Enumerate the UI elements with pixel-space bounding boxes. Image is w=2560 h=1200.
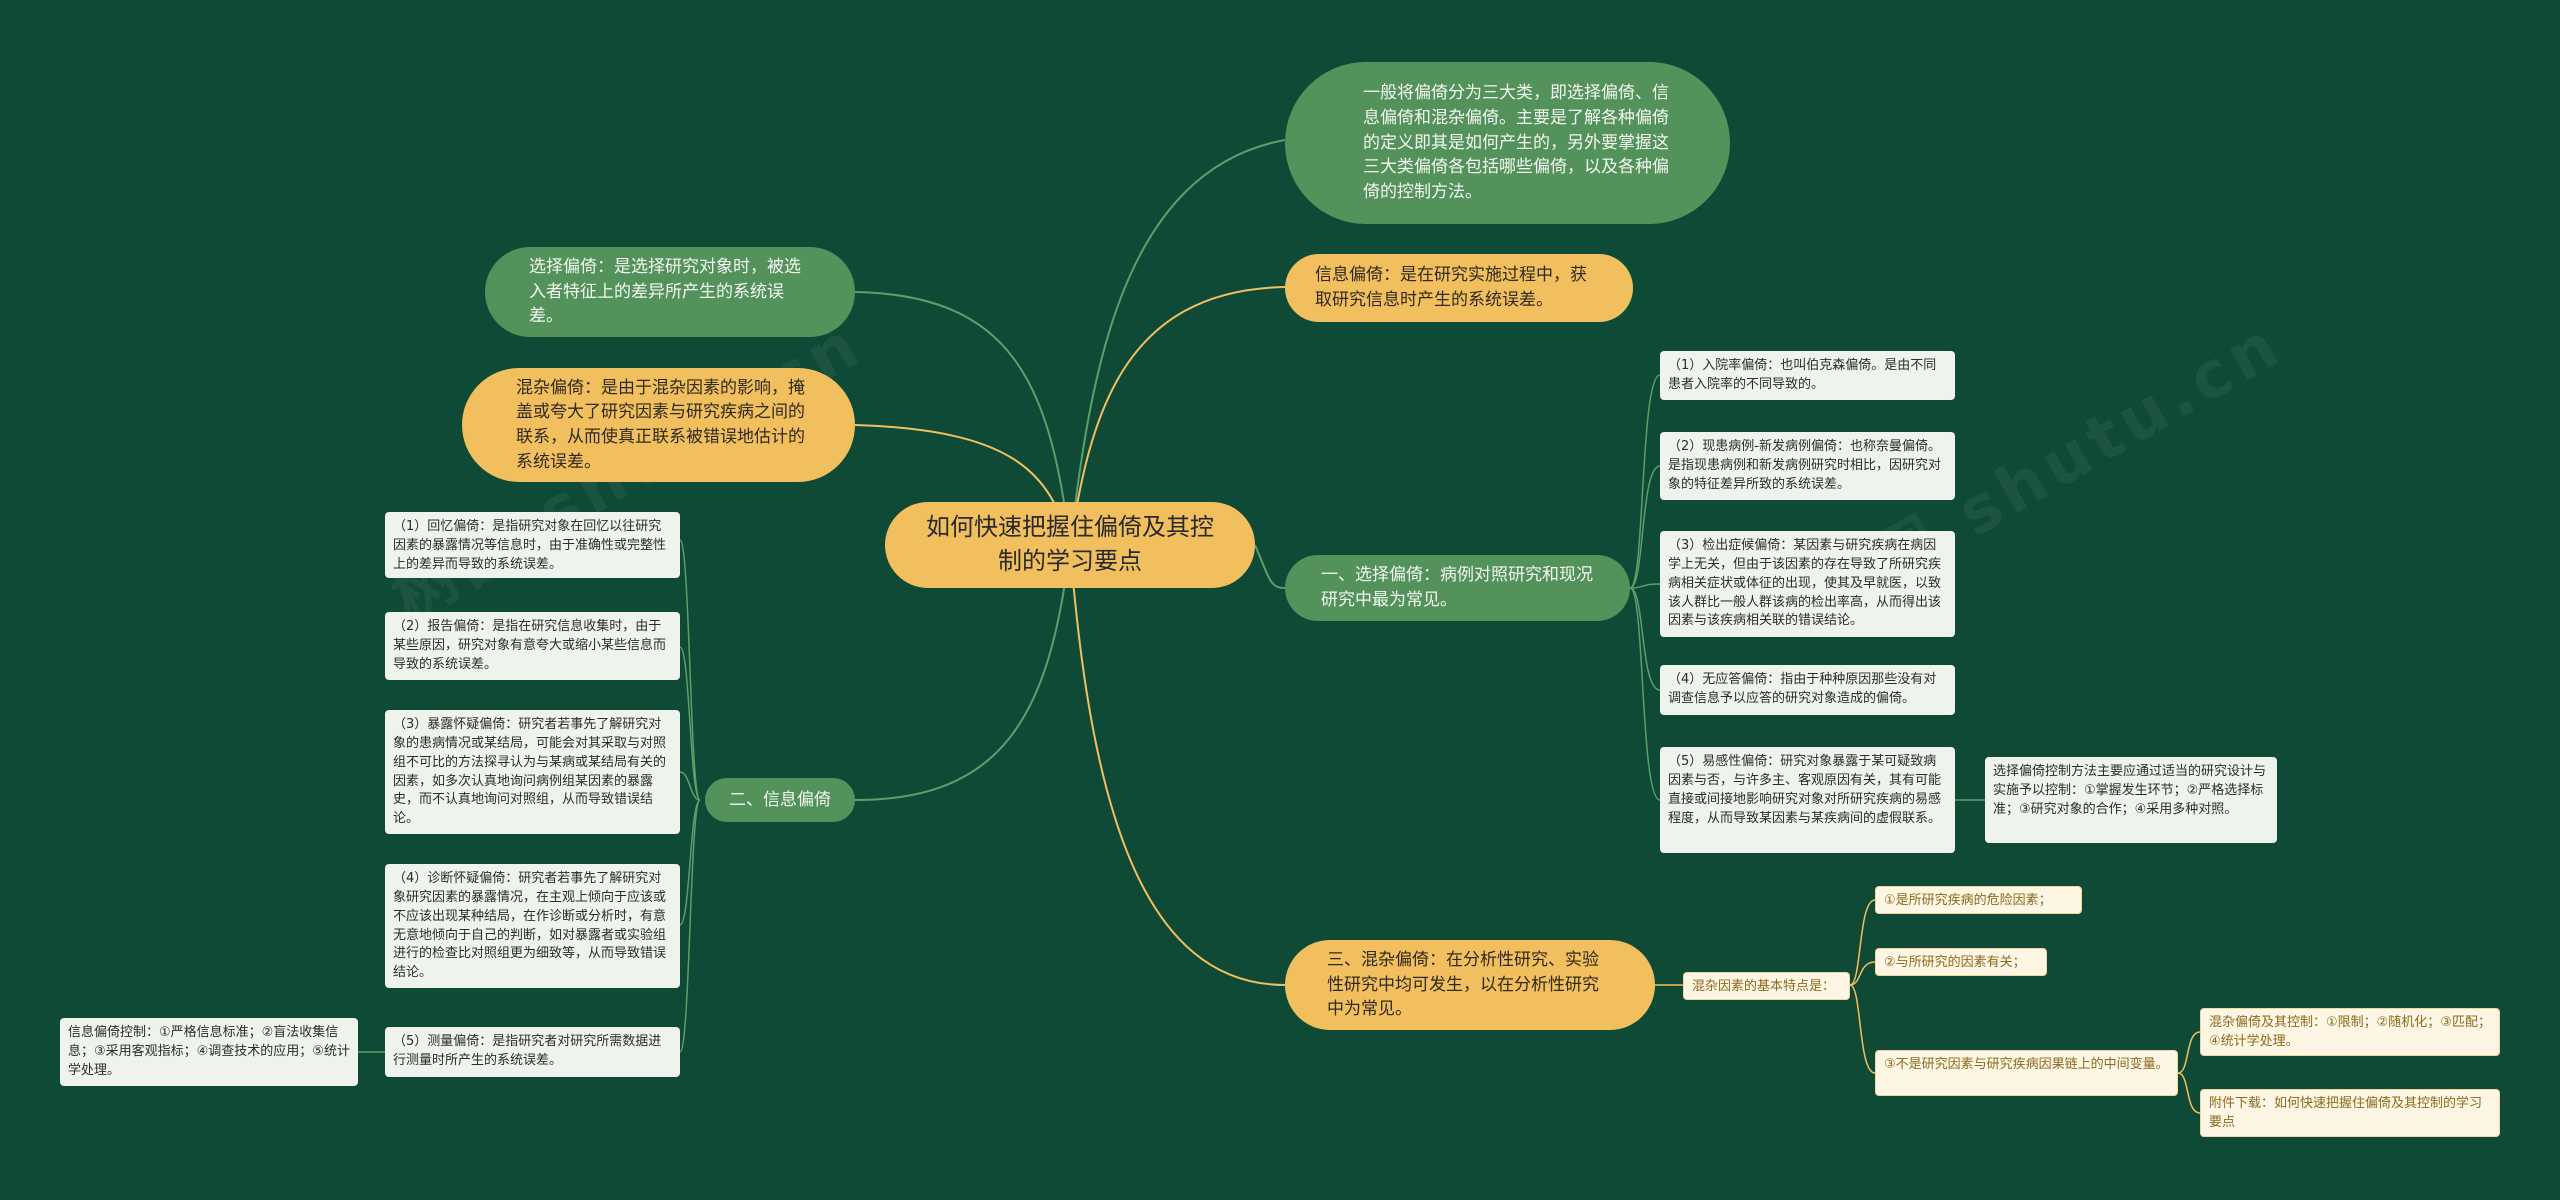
information-item-reporting[interactable]: （2）报告偏倚：是指在研究信息收集时，由于某些原因，研究对象有意夸大或缩小某些信… (385, 612, 680, 680)
information-bias-control-text: 信息偏倚控制：①严格信息标准；②盲法收集信息；③采用客观指标；④调查技术的应用；… (68, 1025, 350, 1078)
confounder-feature-label[interactable]: 混杂因素的基本特点是： (1683, 972, 1850, 1000)
information-item-text: （4）诊断怀疑偏倚：研究者若事先了解研究对象研究因素的暴露情况，在主观上倾向于应… (393, 871, 667, 981)
information-item-measurement[interactable]: （5）测量偏倚：是指研究者对研究所需数据进行测量时所产生的系统误差。 (385, 1027, 680, 1077)
root-topic[interactable]: 如何快速把握住偏倚及其控制的学习要点 (885, 502, 1255, 588)
attachment-download-link[interactable]: 附件下载：如何快速把握住偏倚及其控制的学习要点 (2200, 1089, 2500, 1137)
selection-bias-control-text: 选择偏倚控制方法主要应通过适当的研究设计与实施予以控制：①掌握发生环节；②严格选… (1993, 764, 2267, 817)
selection-bias-control[interactable]: 选择偏倚控制方法主要应通过适当的研究设计与实施予以控制：①掌握发生环节；②严格选… (1985, 757, 2277, 843)
confounding-bias-branch-label: 三、混杂偏倚：在分析性研究、实验性研究中均可发生，以在分析性研究中为常见。 (1327, 950, 1599, 1020)
selection-item-text: （2）现患病例-新发病例偏倚：也称奈曼偏倚。是指现患病例和新发病例研究时相比，因… (1668, 439, 1942, 492)
confounder-feature-text: ②与所研究的因素有关； (1884, 955, 2026, 970)
information-item-recall[interactable]: （1）回忆偏倚：是指研究对象在回忆以往研究因素的暴露情况等信息时，由于准确性或完… (385, 512, 680, 578)
selection-item-text: （5）易感性偏倚：研究对象暴露于某可疑致病因素与否，与许多主、客观原因有关，其有… (1668, 754, 1942, 826)
selection-item-susceptibility[interactable]: （5）易感性偏倚：研究对象暴露于某可疑致病因素与否，与许多主、客观原因有关，其有… (1660, 747, 1955, 853)
confounder-feature-text: ①是所研究疾病的危险因素； (1884, 893, 2052, 908)
information-item-text: （5）测量偏倚：是指研究者对研究所需数据进行测量时所产生的系统误差。 (393, 1034, 662, 1068)
root-topic-label: 如何快速把握住偏倚及其控制的学习要点 (926, 513, 1214, 575)
selection-item-admission-rate[interactable]: （1）入院率偏倚：也叫伯克森偏倚。是由不同患者入院率的不同导致的。 (1660, 351, 1955, 400)
selection-bias-branch[interactable]: 一、选择偏倚：病例对照研究和现况研究中最为常见。 (1285, 555, 1630, 621)
selection-item-detection-signal[interactable]: （3）检出症候偏倚：某因素与研究疾病在病因学上无关，但由于该因素的存在导致了所研… (1660, 531, 1955, 637)
confounding-definition-node[interactable]: 混杂偏倚：是由于混杂因素的影响，掩盖或夸大了研究因素与研究疾病之间的联系，从而使… (462, 368, 855, 482)
confounder-feature-text: ③不是研究因素与研究疾病因果链上的中间变量。 (1884, 1057, 2169, 1072)
confounder-feature-2[interactable]: ②与所研究的因素有关； (1875, 948, 2047, 976)
intro-node[interactable]: 一般将偏倚分为三大类，即选择偏倚、信息偏倚和混杂偏倚。主要是了解各种偏倚的定义即… (1285, 62, 1730, 224)
information-bias-branch[interactable]: 二、信息偏倚 (705, 778, 855, 822)
confounder-feature-text: 混杂因素的基本特点是： (1692, 979, 1836, 994)
confounding-bias-control[interactable]: 混杂偏倚及其控制：①限制；②随机化；③匹配；④统计学处理。 (2200, 1008, 2500, 1056)
information-definition-text: 信息偏倚：是在研究实施过程中，获取研究信息时产生的系统误差。 (1315, 265, 1587, 310)
confounder-feature-3[interactable]: ③不是研究因素与研究疾病因果链上的中间变量。 (1875, 1050, 2178, 1096)
selection-item-text: （1）入院率偏倚：也叫伯克森偏倚。是由不同患者入院率的不同导致的。 (1668, 358, 1937, 392)
selection-bias-branch-label: 一、选择偏倚：病例对照研究和现况研究中最为常见。 (1321, 565, 1593, 610)
selection-definition-node[interactable]: 选择偏倚：是选择研究对象时，被选入者特征上的差异所产生的系统误差。 (485, 247, 855, 337)
information-bias-control[interactable]: 信息偏倚控制：①严格信息标准；②盲法收集信息；③采用客观指标；④调查技术的应用；… (60, 1018, 358, 1086)
selection-item-non-response[interactable]: （4）无应答偏倚：指由于种种原因那些没有对调查信息予以应答的研究对象造成的偏倚。 (1660, 665, 1955, 715)
attachment-download-text: 附件下载：如何快速把握住偏倚及其控制的学习要点 (2209, 1096, 2483, 1130)
information-item-text: （3）暴露怀疑偏倚：研究者若事先了解研究对象的患病情况或某结局，可能会对其采取与… (393, 717, 667, 827)
selection-item-text: （3）检出症候偏倚：某因素与研究疾病在病因学上无关，但由于该因素的存在导致了所研… (1668, 538, 1942, 629)
selection-definition-text: 选择偏倚：是选择研究对象时，被选入者特征上的差异所产生的系统误差。 (529, 257, 801, 327)
information-bias-branch-label: 二、信息偏倚 (729, 789, 831, 810)
selection-item-prevalence-incidence[interactable]: （2）现患病例-新发病例偏倚：也称奈曼偏倚。是指现患病例和新发病例研究时相比，因… (1660, 432, 1955, 500)
selection-item-text: （4）无应答偏倚：指由于种种原因那些没有对调查信息予以应答的研究对象造成的偏倚。 (1668, 672, 1937, 706)
intro-text: 一般将偏倚分为三大类，即选择偏倚、信息偏倚和混杂偏倚。主要是了解各种偏倚的定义即… (1363, 83, 1669, 202)
confounder-feature-1[interactable]: ①是所研究疾病的危险因素； (1875, 886, 2082, 914)
confounding-bias-branch[interactable]: 三、混杂偏倚：在分析性研究、实验性研究中均可发生，以在分析性研究中为常见。 (1285, 940, 1655, 1030)
information-definition-node[interactable]: 信息偏倚：是在研究实施过程中，获取研究信息时产生的系统误差。 (1285, 254, 1633, 322)
information-item-exposure-suspicion[interactable]: （3）暴露怀疑偏倚：研究者若事先了解研究对象的患病情况或某结局，可能会对其采取与… (385, 710, 680, 834)
information-item-text: （1）回忆偏倚：是指研究对象在回忆以往研究因素的暴露情况等信息时，由于准确性或完… (393, 519, 667, 572)
information-item-text: （2）报告偏倚：是指在研究信息收集时，由于某些原因，研究对象有意夸大或缩小某些信… (393, 619, 667, 672)
information-item-diagnostic-suspicion[interactable]: （4）诊断怀疑偏倚：研究者若事先了解研究对象研究因素的暴露情况，在主观上倾向于应… (385, 864, 680, 988)
confounding-definition-text: 混杂偏倚：是由于混杂因素的影响，掩盖或夸大了研究因素与研究疾病之间的联系，从而使… (516, 377, 805, 472)
confounding-bias-control-text: 混杂偏倚及其控制：①限制；②随机化；③匹配；④统计学处理。 (2209, 1015, 2491, 1049)
